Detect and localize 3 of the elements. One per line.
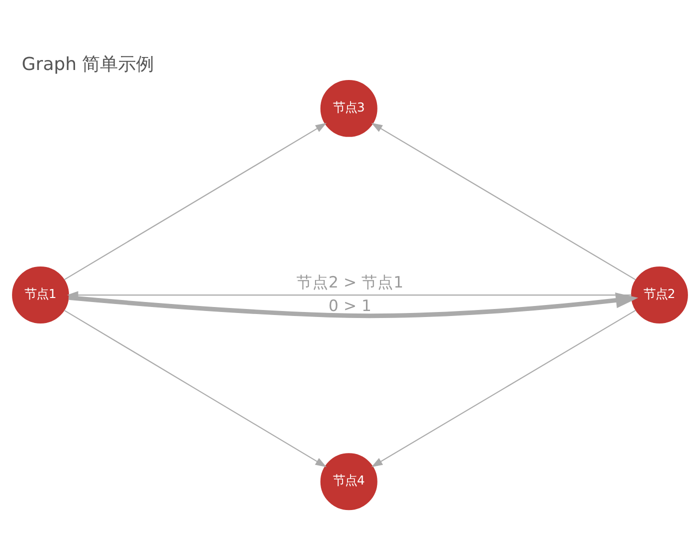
diagram-title: Graph 简单示例 bbox=[22, 54, 154, 75]
edge-label: 0 > 1 bbox=[328, 295, 372, 314]
edge-label: 节点2 > 节点1 bbox=[296, 272, 404, 291]
